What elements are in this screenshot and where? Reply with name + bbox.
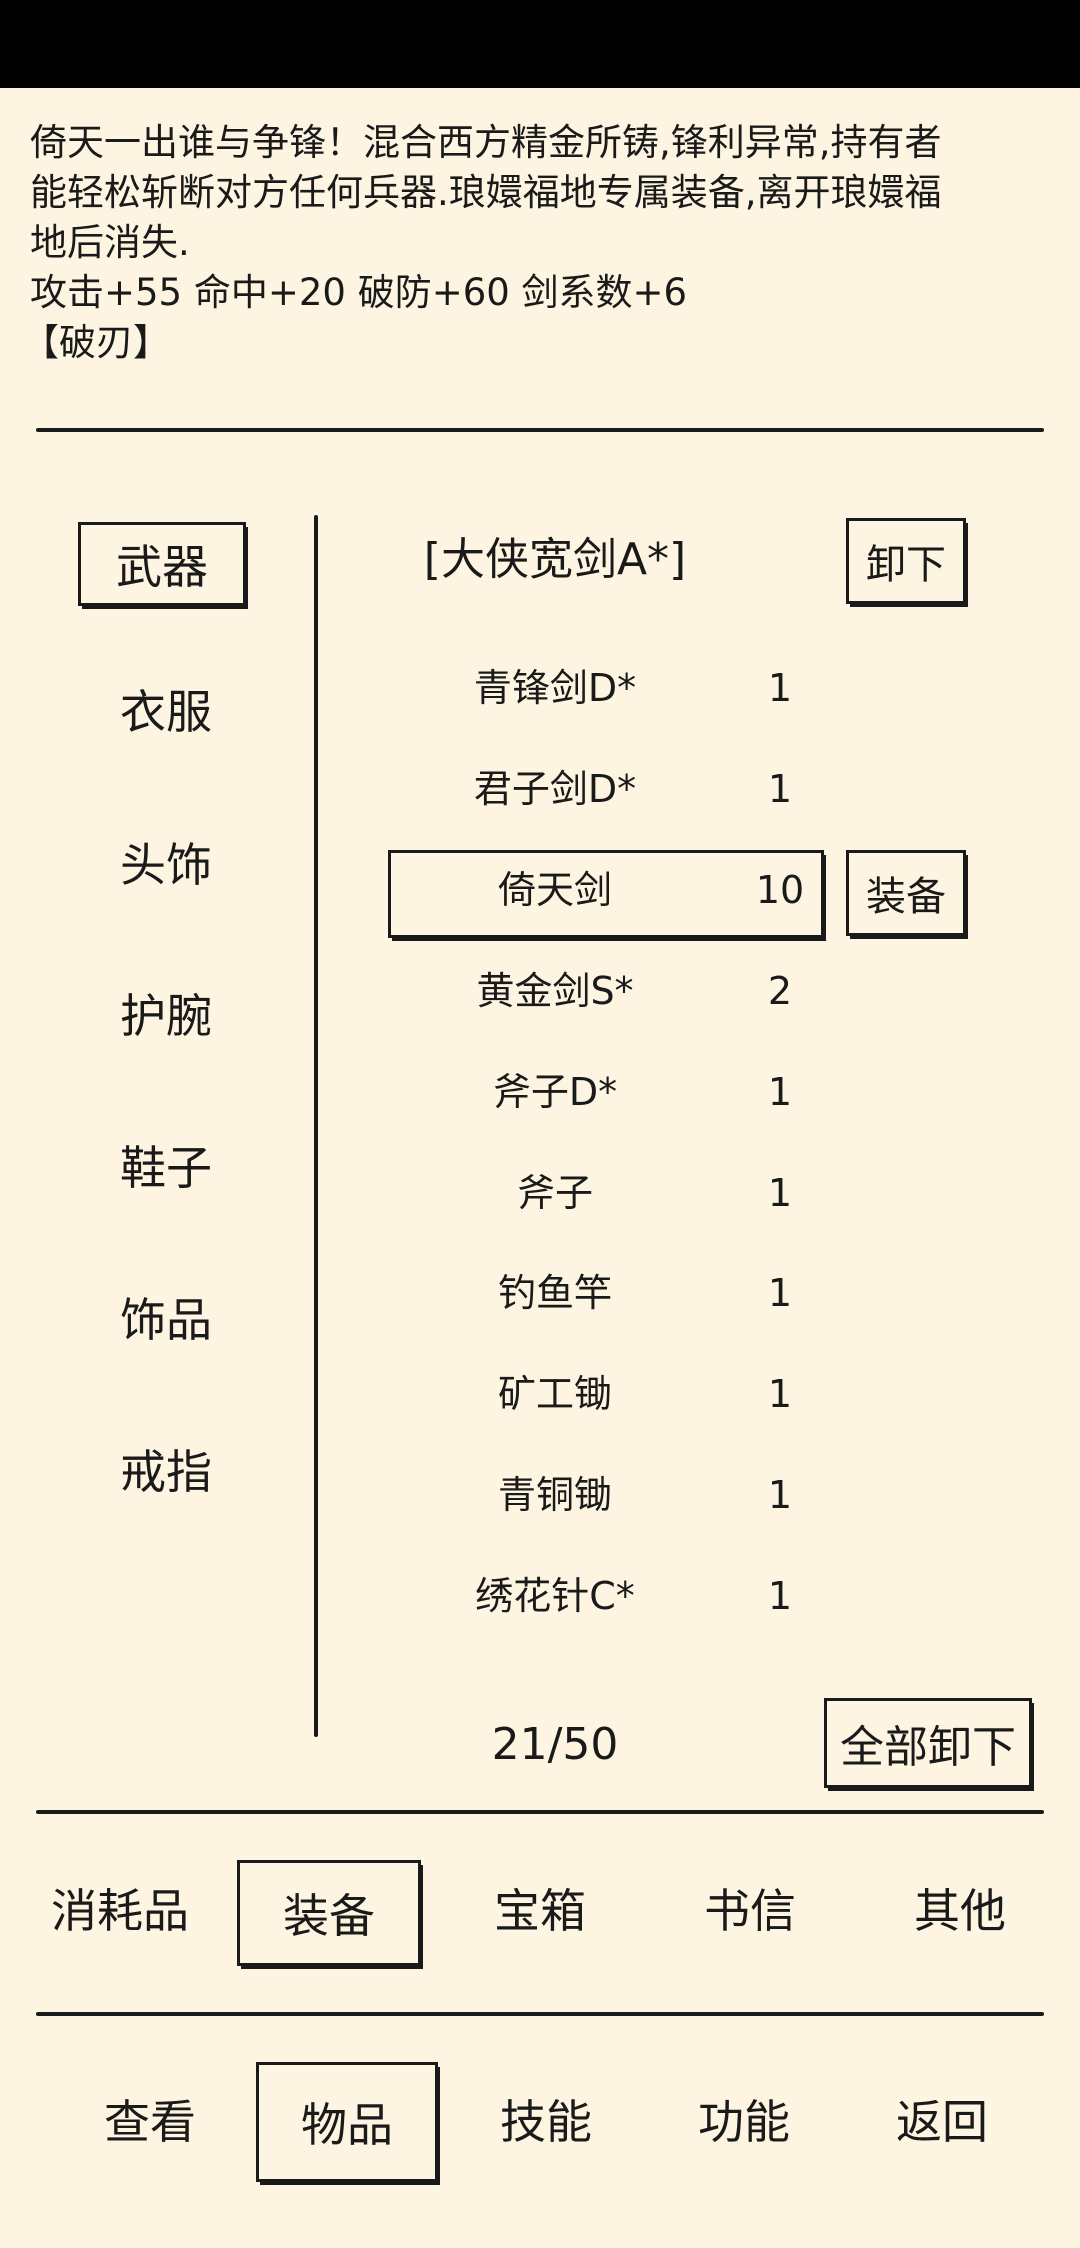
nav-back[interactable]: 返回: [896, 2095, 988, 2149]
item-count: 1: [767, 1171, 793, 1215]
item-stats: 攻击+55 命中+20 破防+60 剑系数+6: [30, 271, 688, 314]
item-count: 10: [755, 868, 805, 912]
unequip-all-label: 全部卸下: [840, 1722, 1016, 1773]
nav-view[interactable]: 查看: [104, 2095, 196, 2149]
item-name: 斧子D*: [492, 1070, 618, 1114]
equip-button[interactable]: 装备: [846, 850, 966, 936]
tab-label: 装备: [283, 1889, 375, 1943]
item-name: 绣花针C*: [475, 1574, 635, 1618]
nav-items[interactable]: 物品: [256, 2062, 438, 2182]
description-line: 倚天一出谁与争锋！混合西方精金所铸,锋利异常,持有者: [30, 121, 942, 164]
item-name: 矿工锄: [497, 1372, 612, 1416]
equipped-item-name: [大侠宽剑A*]: [423, 534, 687, 585]
item-name: 倚天剑: [497, 868, 612, 912]
item-count: 2: [767, 969, 793, 1013]
tab-equipment[interactable]: 装备: [237, 1860, 421, 1966]
item-count: 1: [767, 1372, 793, 1416]
unequip-label: 卸下: [866, 542, 946, 588]
equip-label: 装备: [866, 874, 946, 920]
category-shoes[interactable]: 鞋子: [120, 1141, 212, 1195]
tab-letters[interactable]: 书信: [704, 1884, 796, 1938]
item-count: 1: [767, 767, 793, 811]
item-count: 1: [767, 666, 793, 710]
unequip-all-button[interactable]: 全部卸下: [824, 1698, 1032, 1788]
item-count: 1: [767, 1574, 793, 1618]
category-accessory[interactable]: 饰品: [120, 1293, 212, 1347]
item-name: 黄金剑S*: [476, 969, 634, 1013]
tab-consumables[interactable]: 消耗品: [51, 1884, 189, 1938]
item-name: 斧子: [516, 1171, 593, 1215]
divider: [36, 1810, 1044, 1814]
category-clothes[interactable]: 衣服: [120, 685, 212, 739]
nav-skills[interactable]: 技能: [500, 2095, 592, 2149]
tab-other[interactable]: 其他: [914, 1884, 1006, 1938]
item-count: 1: [767, 1070, 793, 1114]
status-bar: [0, 0, 1080, 88]
item-count: 1: [767, 1271, 793, 1315]
item-name: 钓鱼竿: [497, 1271, 612, 1315]
item-name: 君子剑D*: [473, 767, 637, 811]
category-label: 武器: [116, 540, 208, 594]
category-divider: [314, 515, 318, 1737]
tab-chests[interactable]: 宝箱: [494, 1884, 586, 1938]
item-skill: 【破刃】: [22, 321, 170, 364]
description-line: 地后消失.: [30, 221, 190, 264]
item-description: 倚天一出谁与争锋！混合西方精金所铸,锋利异常,持有者 能轻松斩断对方任何兵器.琅…: [22, 118, 1050, 368]
category-ring[interactable]: 戒指: [120, 1445, 212, 1499]
nav-functions[interactable]: 功能: [698, 2095, 790, 2149]
list-scroll-fade: [466, 1670, 636, 1684]
unequip-button[interactable]: 卸下: [846, 518, 966, 604]
nav-label: 物品: [301, 2098, 393, 2152]
description-line: 能轻松斩断对方任何兵器.琅嬛福地专属装备,离开琅嬛福: [30, 171, 942, 214]
category-weapon[interactable]: 武器: [78, 522, 246, 606]
category-bracers[interactable]: 护腕: [120, 989, 212, 1043]
item-count: 1: [767, 1473, 793, 1517]
list-item-selected[interactable]: [388, 850, 824, 938]
category-headwear[interactable]: 头饰: [120, 838, 212, 892]
item-name: 青锋剑D*: [473, 666, 637, 710]
capacity-counter: 21/50: [491, 1719, 619, 1770]
item-name: 青铜锄: [497, 1473, 612, 1517]
divider: [36, 428, 1044, 432]
divider: [36, 2012, 1044, 2016]
